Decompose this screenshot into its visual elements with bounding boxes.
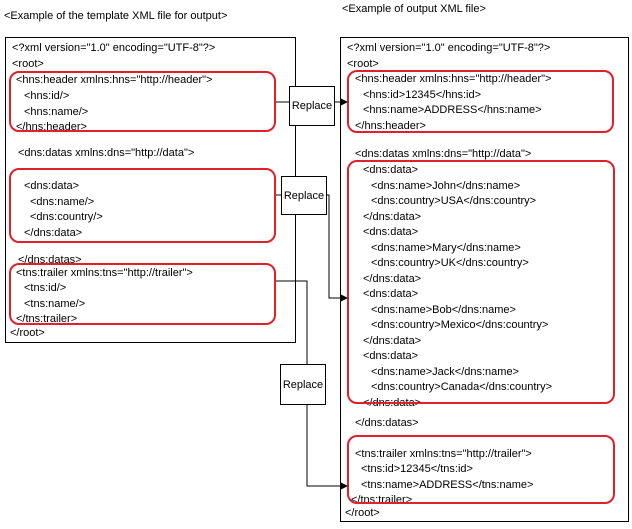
- replace-box-data: Replace: [281, 176, 327, 215]
- template-line-header-name: <hns:name/>: [24, 106, 89, 118]
- template-line-data-close: </dns:data>: [24, 227, 83, 239]
- template-line-trailer-name: <tns:name/>: [24, 298, 86, 310]
- output-line-datas-close: </dns:datas>: [355, 417, 419, 429]
- output-line-data-name: <dns:name>Jack</dns:name>: [371, 366, 519, 378]
- output-line-xml-decl: <?xml version="1.0" encoding="UTF-8"?>: [347, 42, 551, 54]
- output-xml-panel: <?xml version="1.0" encoding="UTF-8"?> <…: [340, 37, 629, 522]
- template-line-root-close: </root>: [10, 327, 45, 339]
- output-trailer-highlight: [347, 435, 615, 504]
- replace-label: Replace: [291, 100, 333, 112]
- template-line-data-country: <dns:country/>: [30, 211, 103, 223]
- output-caption: <Example of output XML file>: [342, 3, 486, 15]
- template-line-trailer-open: <tns:trailer xmlns:tns="http://trailer">: [16, 267, 193, 279]
- output-header-highlight: [347, 70, 614, 133]
- output-line-data-country: <dns:country>UK</dns:country>: [371, 257, 529, 269]
- template-line-root-open: <root>: [12, 58, 44, 70]
- replace-box-trailer: Replace: [280, 364, 326, 405]
- output-line-trailer-open: <tns:trailer xmlns:tns="http://trailer">: [355, 448, 532, 460]
- output-line-trailer-id: <tns:id>12345</tns:id>: [361, 463, 473, 475]
- output-line-data-country: <dns:country>Mexico</dns:country>: [371, 319, 549, 331]
- replace-label: Replace: [282, 378, 324, 391]
- template-line-datas-open: <dns:datas xmlns:dns="http://data">: [18, 147, 195, 159]
- template-line-trailer-id: <tns:id/>: [24, 282, 67, 294]
- output-line-data-open: <dns:data>: [363, 164, 419, 176]
- output-line-data-name: <dns:name>John</dns:name>: [371, 180, 521, 192]
- template-line-header-id: <hns:id/>: [24, 90, 70, 102]
- template-header-highlight: [9, 71, 276, 132]
- template-trailer-highlight: [9, 263, 276, 325]
- output-line-header-id: <hns:id>12345</hns:id>: [363, 89, 482, 101]
- replace-label: Replace: [283, 189, 325, 202]
- output-data-highlight: [347, 160, 615, 404]
- output-line-data-open: <dns:data>: [363, 288, 419, 300]
- output-line-header-name: <hns:name>ADDRESS</hns:name>: [363, 104, 542, 116]
- output-line-root-close: </root>: [345, 507, 380, 519]
- output-line-data-close: </dns:data>: [363, 211, 422, 223]
- output-line-header-open: <hns:header xmlns:hns="http://header">: [355, 73, 552, 85]
- output-line-data-name: <dns:name>Bob</dns:name>: [371, 304, 516, 316]
- template-line-trailer-close: </tns:trailer>: [16, 313, 78, 325]
- output-line-root-open: <root>: [347, 58, 379, 70]
- replace-box-header: Replace: [289, 86, 335, 126]
- template-line-xml-decl: <?xml version="1.0" encoding="UTF-8"?>: [12, 42, 216, 54]
- output-line-data-close: </dns:data>: [363, 335, 422, 347]
- template-line-data-name: <dns:name/>: [30, 196, 95, 208]
- output-line-data-country: <dns:country>Canada</dns:country>: [371, 381, 553, 393]
- output-line-data-name: <dns:name>Mary</dns:name>: [371, 242, 521, 254]
- template-caption: <Example of the template XML file for ou…: [4, 10, 228, 22]
- output-line-data-open: <dns:data>: [363, 350, 419, 362]
- output-line-trailer-name: <tns:name>ADDRESS</tns:name>: [361, 479, 534, 491]
- output-line-header-close: </hns:header>: [355, 120, 426, 132]
- template-xml-panel: <?xml version="1.0" encoding="UTF-8"?> <…: [5, 37, 296, 343]
- template-line-data-open: <dns:data>: [24, 180, 80, 192]
- template-line-header-open: <hns:header xmlns:hns="http://header">: [16, 74, 213, 86]
- output-line-datas-open: <dns:datas xmlns:dns="http://data">: [355, 148, 532, 160]
- output-line-data-open: <dns:data>: [363, 226, 419, 238]
- output-line-data-country: <dns:country>USA</dns:country>: [371, 195, 537, 207]
- output-line-data-close: </dns:data>: [363, 273, 422, 285]
- template-data-highlight: [9, 168, 276, 243]
